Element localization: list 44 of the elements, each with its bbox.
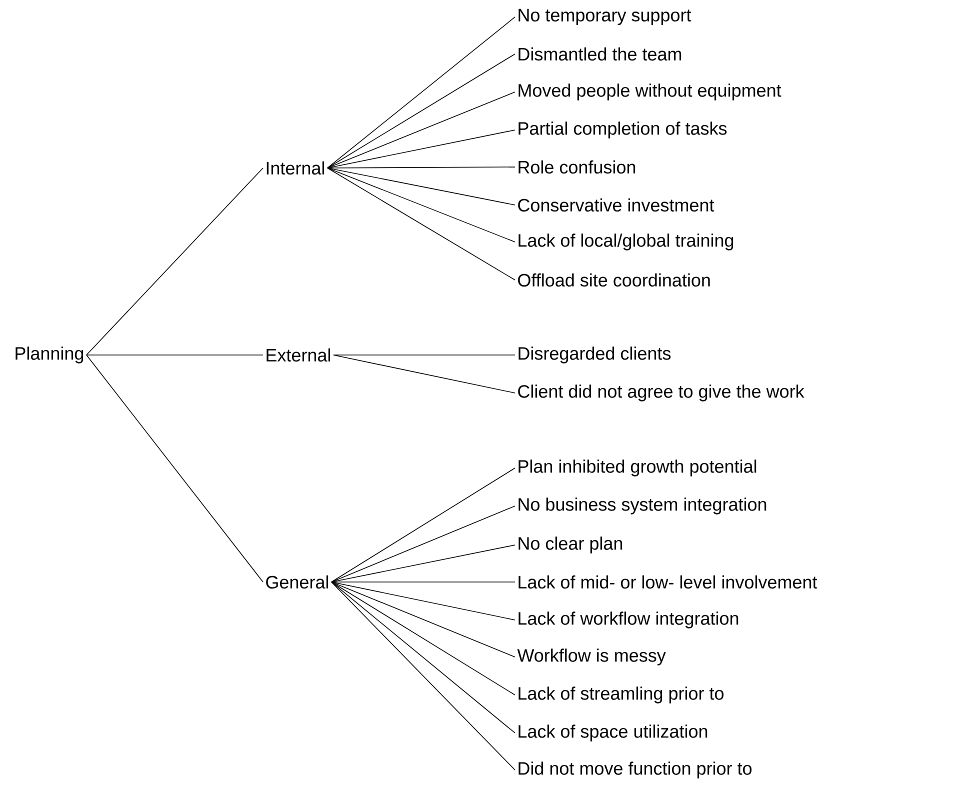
leaf-label: No business system integration [518, 498, 766, 514]
connector-line [331, 582, 516, 620]
connector-line [331, 582, 516, 658]
connector-line [331, 582, 516, 734]
connector-line [333, 354, 516, 394]
branch-label: General [266, 575, 328, 589]
branch-label: External [266, 348, 330, 362]
connector-line [327, 168, 516, 280]
leaf-label: Lack of workflow integration [518, 612, 738, 628]
connector-line [331, 582, 516, 770]
connector-line [86, 354, 264, 582]
leaf-label: Role confusion [518, 160, 636, 174]
branch-label: Internal [266, 161, 324, 175]
leaf-label: Lack of local/global training [518, 234, 734, 250]
connector-line [327, 54, 516, 168]
leaf-label: Offload site coordination [518, 273, 710, 287]
root-label: Planning [16, 346, 84, 364]
leaf-label: Lack of streamling prior to [518, 686, 724, 704]
leaf-label: Conservative investment [518, 198, 714, 212]
leaf-label: Workflow is messy [517, 648, 666, 666]
leaf-label: No temporary support [518, 8, 692, 26]
connector-line [331, 506, 516, 582]
leaf-label: Lack of mid- or low- level involvement [518, 575, 818, 589]
connector-line [331, 544, 516, 582]
leaf-label: Dismantled the team [518, 47, 682, 61]
connector-line [331, 582, 516, 696]
connector-line [327, 92, 516, 168]
leaf-label: No clear plan [518, 536, 622, 554]
connector-line [327, 166, 516, 168]
connector-line [327, 16, 516, 168]
connector-line [86, 354, 264, 356]
leaf-label: Moved people without equipment [518, 84, 782, 100]
leaf-label: Disregarded clients [518, 346, 671, 364]
connector-line [333, 354, 516, 356]
leaf-label: Lack of space utilization [518, 724, 708, 742]
connector-line [331, 468, 516, 582]
connector-line [327, 130, 516, 168]
connector-line [86, 168, 264, 356]
leaf-label: Client did not agree to give the work [518, 384, 804, 402]
leaf-label: Partial completion of tasks [518, 122, 727, 138]
leaf-label: Did not move function prior to [518, 762, 752, 778]
connector-line [327, 168, 516, 206]
connector-line [327, 168, 516, 242]
leaf-label: Plan inhibited growth potential [518, 460, 756, 476]
